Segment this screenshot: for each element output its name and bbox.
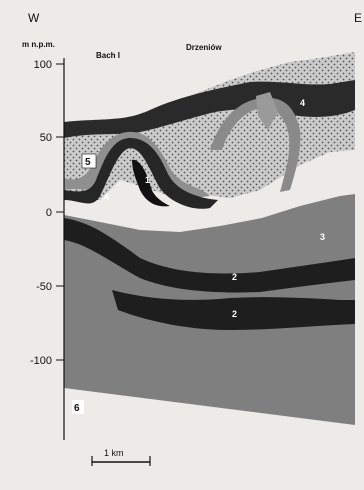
tick-label-0: 0 (46, 207, 52, 219)
unit-4-right-label: 4 (300, 98, 305, 108)
unit-2-upper-label: 2 (232, 272, 237, 282)
unit-1-label: 1 (145, 175, 150, 185)
unit-3-label: 3 (320, 232, 325, 242)
unit-4-left-label: 4 (104, 192, 109, 202)
axis-title: m n.p.m. (22, 40, 55, 49)
unit-6-label: 6 (74, 403, 80, 414)
unit-2-lower-label: 2 (232, 309, 237, 319)
tick-label-100: 100 (34, 59, 52, 71)
tick-label-50: 50 (40, 132, 52, 144)
locality-right-label: Drzeniów (186, 43, 222, 52)
tick-label-minus-50: -50 (36, 281, 52, 293)
tick-label-minus-100: -100 (30, 355, 52, 367)
scale-bar-label: 1 km (104, 448, 124, 458)
locality-left-label: Bach I (96, 51, 120, 60)
direction-east-label: E (354, 11, 362, 25)
unit-5-label: 5 (85, 157, 91, 168)
direction-west-label: W (28, 11, 40, 25)
